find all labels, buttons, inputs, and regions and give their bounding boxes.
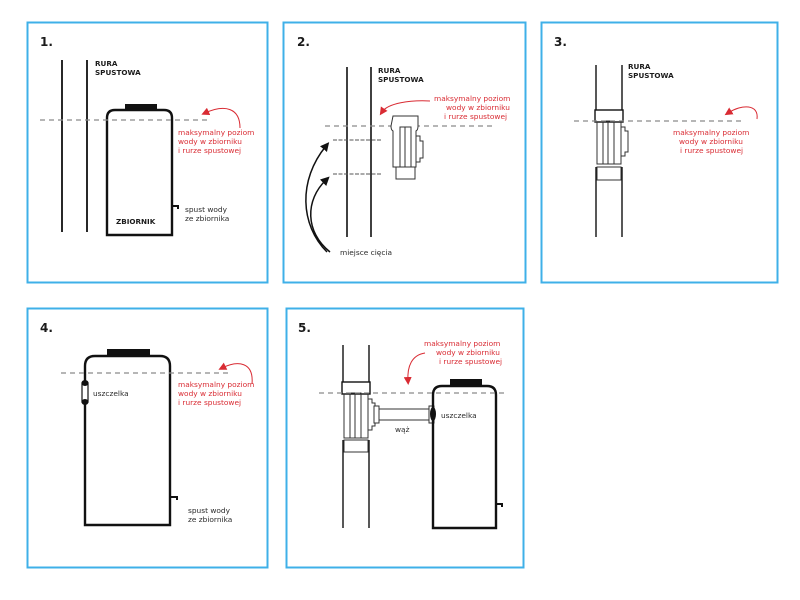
panel-1: 1. RURA SPUSTOWA ZBIORNIK spust wody ze … — [26, 21, 269, 284]
step-number: 2. — [297, 35, 310, 49]
max-level-label-line2: wody w zbiorniku — [178, 137, 242, 146]
max-level-arrow — [724, 106, 758, 120]
step-number: 4. — [40, 321, 53, 335]
max-level-label-line2: wody w zbiorniku — [178, 389, 242, 398]
seal-label: uszczelka — [441, 411, 477, 420]
max-level-label-line2: wody w zbiorniku — [446, 103, 510, 112]
max-level-label-line3: i rurze spustowej — [178, 398, 241, 407]
step-number: 3. — [554, 35, 567, 49]
max-level-arrow — [201, 107, 241, 129]
max-level-arrow — [379, 100, 431, 116]
max-level-label-line2: wody w zbiorniku — [679, 137, 743, 146]
pipe-label-line1: RURA — [378, 66, 401, 75]
hose-label: wąż — [395, 425, 410, 434]
tank-label: ZBIORNIK — [116, 217, 156, 226]
drain-label-line1: spust wody — [185, 205, 228, 214]
tank-body — [83, 354, 172, 527]
panel-border — [540, 21, 779, 284]
seal — [430, 407, 436, 421]
panel-5: 5. wąż uszczelka maksymalny poziom wody … — [285, 307, 525, 569]
tank-cap — [450, 379, 482, 386]
max-level-label-line3: i rurze spustowej — [439, 357, 502, 366]
drain-tap — [170, 496, 178, 500]
max-level-label-line3: i rurze spustowej — [178, 146, 241, 155]
cut-arrow-upper — [305, 142, 330, 253]
max-level-label-line1: maksymalny poziom — [424, 339, 500, 348]
panel-border — [26, 21, 269, 284]
tank-body — [105, 108, 174, 237]
seal-label: uszczelka — [93, 389, 129, 398]
max-level-label-line1: maksymalny poziom — [673, 128, 749, 137]
drain-label-line2: ze zbiornika — [185, 214, 229, 223]
cut-arrow-lower — [310, 176, 331, 253]
tank-cap — [107, 349, 150, 356]
cut-place-label: miejsce cięcia — [340, 248, 392, 257]
max-level-arrow — [218, 362, 253, 385]
max-level-label-line3: i rurze spustowej — [680, 146, 743, 155]
drain-tap — [172, 205, 179, 209]
pipe-label-line1: RURA — [628, 62, 651, 71]
pipe-label-line2: SPUSTOWA — [95, 68, 141, 77]
step-number: 1. — [40, 35, 53, 49]
max-level-label-line1: maksymalny poziom — [434, 94, 510, 103]
panel-3: 3. RURA SPUSTOWA maksymalny poziom wody … — [540, 21, 779, 284]
tank-cap — [125, 104, 157, 110]
drain-label-line2: ze zbiornika — [188, 515, 232, 524]
panel-2: 2. RURA SPUSTOWA maksymalny poziom wody … — [282, 21, 527, 284]
tank-body — [431, 384, 498, 530]
seal — [81, 380, 89, 405]
drain-tap — [496, 503, 503, 507]
drain-label-line1: spust wody — [188, 506, 231, 515]
pipe-label-line2: SPUSTOWA — [378, 75, 424, 84]
panel-border — [285, 307, 525, 569]
step-number: 5. — [298, 321, 311, 335]
pipe-label-line1: RURA — [95, 59, 118, 68]
panel-border — [26, 307, 269, 569]
panel-border — [282, 21, 527, 284]
panel-4: 4. uszczelka spust wody ze zbiornika mak… — [26, 307, 269, 569]
diverter-device — [390, 115, 424, 180]
max-level-label-line1: maksymalny poziom — [178, 380, 254, 389]
installed-diverter — [594, 109, 629, 181]
hose — [373, 405, 435, 424]
pipe-label-line2: SPUSTOWA — [628, 71, 674, 80]
max-level-label-line2: wody w zbiorniku — [436, 348, 500, 357]
max-level-arrow — [403, 352, 426, 385]
max-level-label-line3: i rurze spustowej — [444, 112, 507, 121]
max-level-label-line1: maksymalny poziom — [178, 128, 254, 137]
